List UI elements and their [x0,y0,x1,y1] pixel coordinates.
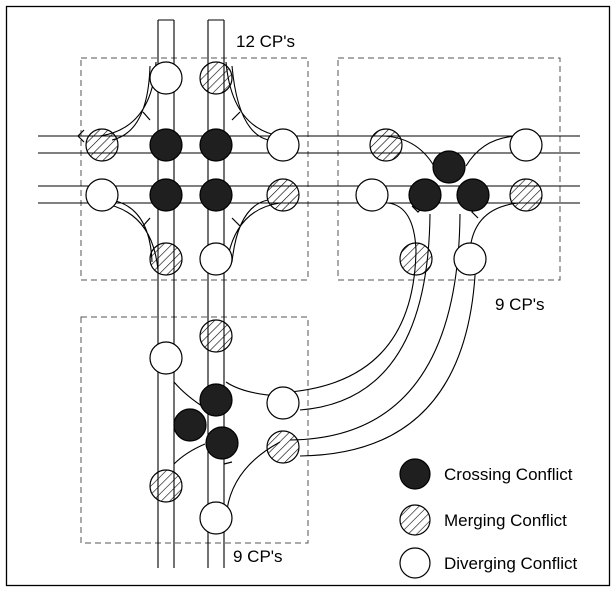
legend-diverging-symbol [399,547,431,579]
merging-conflict-point [399,242,433,276]
crossing-conflict-point [199,383,233,417]
merging-conflict-point [149,242,183,276]
crossing-conflict-point [205,426,239,460]
ramp-top-left-sw [99,199,159,271]
ramp-top-left-se [225,199,281,271]
connector-curve-inner [289,213,431,411]
zone-top-left [80,57,309,281]
connector-curve-outer [289,213,477,457]
crossing-conflict-point [432,150,466,184]
diverging-conflict-point [199,242,233,276]
legend: Crossing Conflict Merging Conflict Diver… [399,458,577,579]
merging-conflict-point [369,128,403,162]
legend-merging-symbol [399,504,431,536]
road-vertical-right [207,19,225,568]
diverging-conflict-point [355,178,389,212]
merging-conflict-point [266,178,300,212]
crossing-conflict-point [199,178,233,212]
zone-bottom-left [80,316,309,544]
legend-merging-label: Merging Conflict [444,511,567,530]
road-horizontal-lower [38,185,580,204]
crossing-conflict-point [149,178,183,212]
crossing-conflict-point [456,178,490,212]
diverging-conflicts [85,61,543,535]
diverging-conflict-point [453,242,487,276]
merging-conflict-point [509,178,543,212]
arrow-marker [223,461,233,465]
crossing-conflict-point [199,128,233,162]
merging-conflict-point [199,61,233,95]
merging-conflict-point [85,128,119,162]
crossing-conflict-point [149,128,183,162]
legend-crossing-label: Crossing Conflict [444,465,573,484]
road-network [38,19,580,568]
merging-conflict-point [149,469,183,503]
ramp-top-left-nw [99,61,157,141]
merging-conflicts [85,61,543,503]
zone-caption-bottom-left: 9 CP's [233,547,283,566]
diverging-conflict-point [266,386,300,420]
ramp-top-left-ne [225,61,281,141]
road-horizontal-upper [38,135,580,154]
diverging-conflict-point [85,178,119,212]
zone-caption-top-left: 12 CP's [236,32,295,51]
zone-caption-top-right: 9 CP's [495,295,545,314]
diverging-conflict-point [509,128,543,162]
direction-arrows [77,111,479,465]
merging-conflict-point [199,319,233,353]
diverging-conflict-point [149,341,183,375]
diverging-conflict-point [199,501,233,535]
merging-conflict-point [266,430,300,464]
crossing-conflicts [149,128,490,460]
arrow-marker [231,217,241,227]
diverging-conflict-point [266,128,300,162]
diagram-frame [5,5,611,587]
arrow-marker [231,111,241,121]
arrow-marker [142,217,151,227]
arrow-marker [142,111,151,121]
zone-top-right [337,57,561,281]
arrow-marker [77,129,85,143]
legend-diverging-label: Diverging Conflict [444,554,577,573]
crossing-conflict-point [408,178,442,212]
legend-crossing-symbol [399,458,431,490]
crossing-conflict-point [173,408,207,442]
diverging-conflict-point [149,61,183,95]
